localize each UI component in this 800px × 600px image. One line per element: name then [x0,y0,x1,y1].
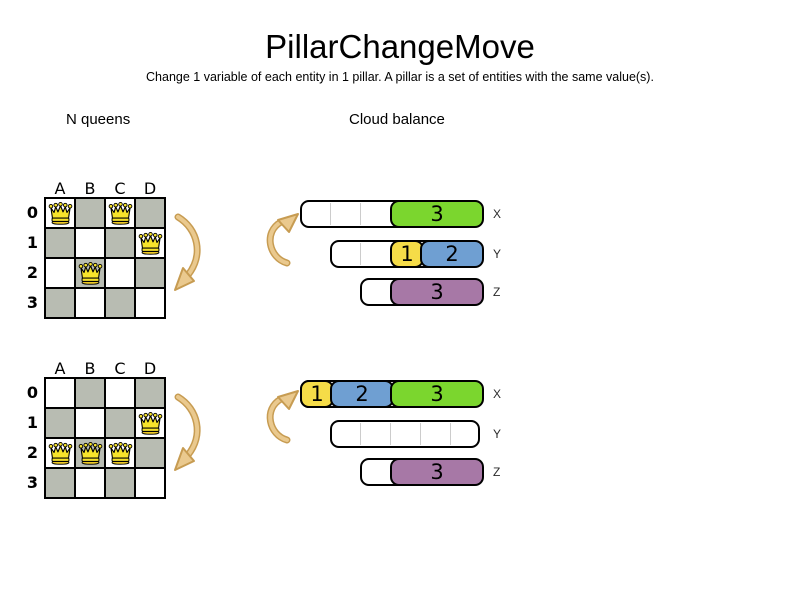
move-arrow-down-icon [170,391,210,475]
row-header-3: 3 [26,473,39,492]
board-cell-A1-after [45,408,75,438]
machine-label-Z-after: Z [493,465,501,479]
slot-gridline [360,423,361,445]
process-block-1-Y-before: 1 [390,240,424,268]
board-cell-A1-before [45,228,75,258]
row-header-0: 0 [26,203,39,222]
slot-gridline [420,423,421,445]
column-header-C: C [114,359,126,378]
queen-icon-D1-before [137,231,164,255]
queen-icon-A0-before [47,201,74,225]
machine-bar-Z-after: 3 [360,458,484,486]
machine-label-Y-after: Y [493,427,502,441]
board-cell-A0-after [45,378,75,408]
machine-label-X-before: X [493,207,502,221]
board-cell-C1-before [105,228,135,258]
board-cell-D3-after [135,468,165,498]
board-cell-D2-before [135,258,165,288]
process-block-3-X-after: 3 [390,380,484,408]
queen-icon-A2-after [47,441,74,465]
board-cell-D2-after [135,438,165,468]
column-header-B: B [84,359,96,378]
machine-label-X-after: X [493,387,502,401]
board-cell-B1-after [75,408,105,438]
page-subtitle: Change 1 variable of each entity in 1 pi… [146,70,654,84]
section-label-cloud-balance: Cloud balance [349,111,445,128]
queen-icon-B2-after [77,441,104,465]
board-cell-C1-after [105,408,135,438]
column-header-A: A [54,179,66,198]
board-cell-C3-before [105,288,135,318]
queen-icon-C0-before [107,201,134,225]
process-block-2-X-after: 2 [330,380,394,408]
board-cell-D0-before [135,198,165,228]
machine-bar-Y-after [330,420,480,448]
machine-label-Z-before: Z [493,285,501,299]
machine-bar-X-before: 3 [300,200,484,228]
process-block-2-Y-before: 2 [420,240,484,268]
board-cell-A3-after [45,468,75,498]
machine-label-Y-before: Y [493,247,502,261]
row-header-2: 2 [26,443,39,462]
column-header-A: A [54,359,66,378]
board-cell-D3-before [135,288,165,318]
machine-bar-Z-before: 3 [360,278,484,306]
board-cell-C0-after [105,378,135,408]
queen-icon-D1-after [137,411,164,435]
row-header-2: 2 [26,263,39,282]
row-header-1: 1 [26,233,39,252]
board-cell-B3-after [75,468,105,498]
move-arrow-up-icon [261,211,303,267]
process-block-3-Z-after: 3 [390,458,484,486]
queen-icon-B2-before [77,261,104,285]
queen-icon-C2-after [107,441,134,465]
column-header-C: C [114,179,126,198]
slot-gridline [450,423,451,445]
board-cell-B3-before [75,288,105,318]
process-block-3-X-before: 3 [390,200,484,228]
slot-gridline [360,203,361,225]
slot-gridline [390,423,391,445]
column-header-D: D [143,359,157,378]
move-arrow-down-icon [170,211,210,295]
column-header-B: B [84,179,96,198]
board-cell-B0-before [75,198,105,228]
board-cell-D0-after [135,378,165,408]
row-header-3: 3 [26,293,39,312]
board-cell-A2-before [45,258,75,288]
board-cell-C3-after [105,468,135,498]
slot-gridline [330,203,331,225]
board-cell-A3-before [45,288,75,318]
board-cell-C2-before [105,258,135,288]
row-header-0: 0 [26,383,39,402]
board-cell-B0-after [75,378,105,408]
process-block-3-Z-before: 3 [390,278,484,306]
row-header-1: 1 [26,413,39,432]
section-label-nqueens: N queens [66,111,131,128]
column-header-D: D [143,179,157,198]
board-cell-B1-before [75,228,105,258]
process-block-1-X-after: 1 [300,380,334,408]
move-arrow-up-icon [261,388,303,444]
page-title: PillarChangeMove [265,28,535,65]
slot-gridline [360,243,361,265]
